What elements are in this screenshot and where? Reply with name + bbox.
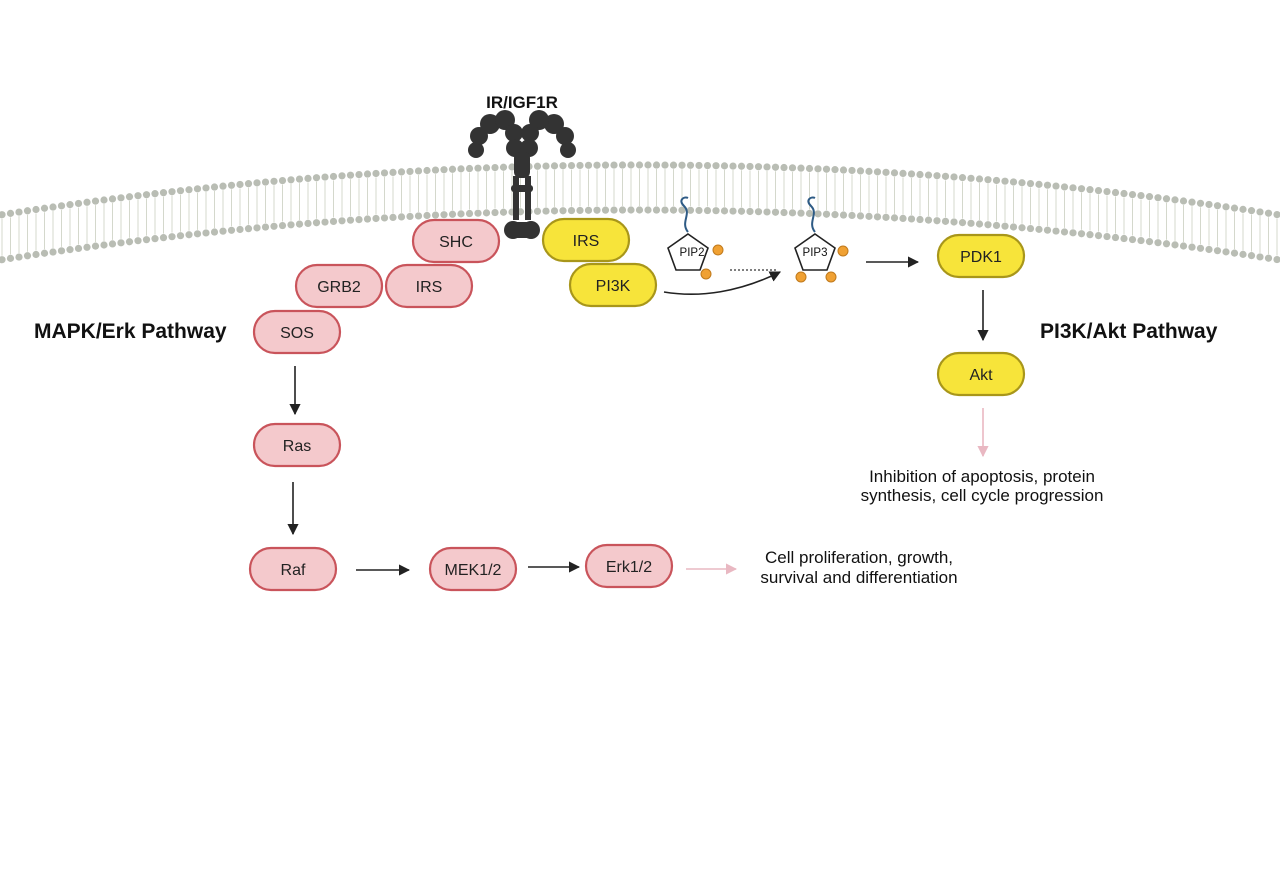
akt-label: Akt	[969, 367, 993, 384]
pip3-label: PIP3	[803, 247, 828, 259]
pdk1-label: PDK1	[960, 249, 1002, 266]
pip2-label: PIP2	[680, 247, 705, 259]
pip3-molecule: PIP3	[794, 196, 849, 283]
receptor-label: IR/IGF1R	[486, 93, 558, 112]
pi3k-outcome-line2: synthesis, cell cycle progression	[861, 486, 1104, 505]
sos-node: SOS	[252, 309, 342, 355]
raf-label: Raf	[281, 562, 306, 579]
ras-label: Ras	[283, 438, 311, 455]
irs-left-label: IRS	[416, 279, 443, 296]
shc-node: SHC	[411, 218, 501, 264]
pip2-molecule: PIP2	[667, 196, 724, 280]
akt-node: Akt	[936, 351, 1026, 397]
pi3k-node: PI3K	[568, 262, 658, 308]
irs-right-label: IRS	[573, 233, 600, 250]
erk-node: Erk1/2	[584, 543, 674, 589]
mapk-pathway-title: MAPK/Erk Pathway	[34, 320, 227, 343]
arrow-pi3k-pip3	[663, 271, 782, 296]
irs-left-node: IRS	[384, 263, 474, 309]
pi3k-label: PI3K	[596, 278, 631, 295]
mapk-outcome-line1: Cell proliferation, growth,	[765, 548, 953, 567]
pi3k-pathway-title: PI3K/Akt Pathway	[1040, 320, 1218, 343]
cell-membrane	[0, 161, 1280, 264]
receptor-icon	[468, 110, 576, 239]
erk-label: Erk1/2	[606, 559, 652, 576]
irs-right-node: IRS	[541, 217, 631, 263]
raf-node: Raf	[248, 546, 338, 592]
mapk-outcome-line2: survival and differentiation	[760, 568, 957, 587]
mek-node: MEK1/2	[428, 546, 518, 592]
mek-label: MEK1/2	[445, 562, 502, 579]
grb2-node: GRB2	[294, 263, 384, 309]
grb2-label: GRB2	[317, 279, 361, 296]
shc-label: SHC	[439, 234, 473, 251]
sos-label: SOS	[280, 325, 314, 342]
pdk1-node: PDK1	[936, 233, 1026, 279]
ras-node: Ras	[252, 422, 342, 468]
pi3k-outcome-line1: Inhibition of apoptosis, protein	[869, 467, 1095, 486]
